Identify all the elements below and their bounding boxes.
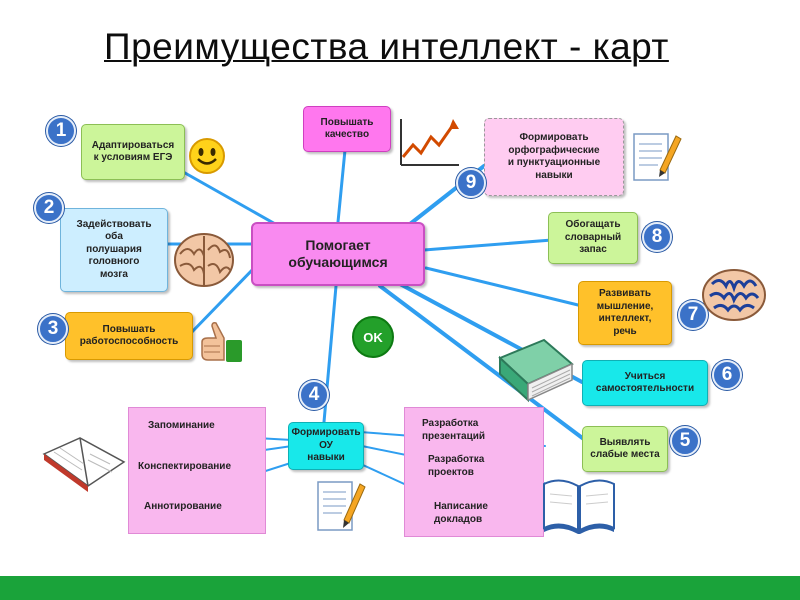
list-item: Конспектирование bbox=[138, 461, 232, 472]
node-work-capacity: Повышать работоспособность bbox=[65, 312, 193, 360]
list-item: Запоминание bbox=[148, 420, 215, 431]
brain-icon bbox=[702, 269, 766, 321]
node-quality: Повышать качество bbox=[303, 106, 391, 152]
badge-7: 7 bbox=[678, 300, 708, 330]
open-book-icon bbox=[543, 479, 615, 534]
badge-9: 9 bbox=[456, 168, 486, 198]
badge-1: 1 bbox=[46, 116, 76, 146]
skills-list-left bbox=[128, 407, 266, 534]
brain-icon bbox=[174, 233, 234, 287]
thumbs-up-icon bbox=[201, 322, 242, 362]
footer-bar bbox=[0, 576, 800, 600]
list-item: Аннотирование bbox=[144, 501, 222, 512]
ok-badge: OK bbox=[352, 316, 394, 358]
center-node: Помогает обучающимся bbox=[251, 222, 425, 286]
node-both-hemispheres: Задействовать оба полушария головного мо… bbox=[60, 208, 168, 292]
document-pencil-icon bbox=[317, 481, 366, 531]
list-item: Разработка презентаций bbox=[422, 418, 486, 442]
smiley-icon bbox=[189, 138, 225, 174]
skills-list-right bbox=[404, 407, 544, 537]
badge-8: 8 bbox=[642, 222, 672, 252]
node-weak-points: Выявлять слабые места bbox=[582, 426, 668, 472]
book-stack-icon bbox=[498, 338, 574, 403]
open-notebook-icon bbox=[42, 437, 126, 492]
node-spelling-skills: Формировать орфографические и пунктуацио… bbox=[484, 118, 624, 196]
badge-6: 6 bbox=[712, 360, 742, 390]
node-adapt-exam: Адаптироваться к условиям ЕГЭ bbox=[81, 124, 185, 180]
node-general-skills: Формировать ОУ навыки bbox=[288, 422, 364, 470]
document-pencil-icon bbox=[633, 133, 682, 181]
badge-5: 5 bbox=[670, 426, 700, 456]
node-vocabulary: Обогащать словарный запас bbox=[548, 212, 638, 264]
badge-3: 3 bbox=[38, 314, 68, 344]
badge-4: 4 bbox=[299, 380, 329, 410]
list-item: Написание докладов bbox=[434, 501, 488, 525]
page-title: Преимущества интеллект - карт bbox=[104, 26, 669, 67]
growth-chart-icon bbox=[400, 119, 459, 166]
node-independence: Учиться самостоятельности bbox=[582, 360, 708, 406]
node-thinking: Развивать мышление, интеллект, речь bbox=[578, 281, 672, 345]
badge-2: 2 bbox=[34, 193, 64, 223]
list-item: Разработка проектов bbox=[428, 454, 485, 478]
